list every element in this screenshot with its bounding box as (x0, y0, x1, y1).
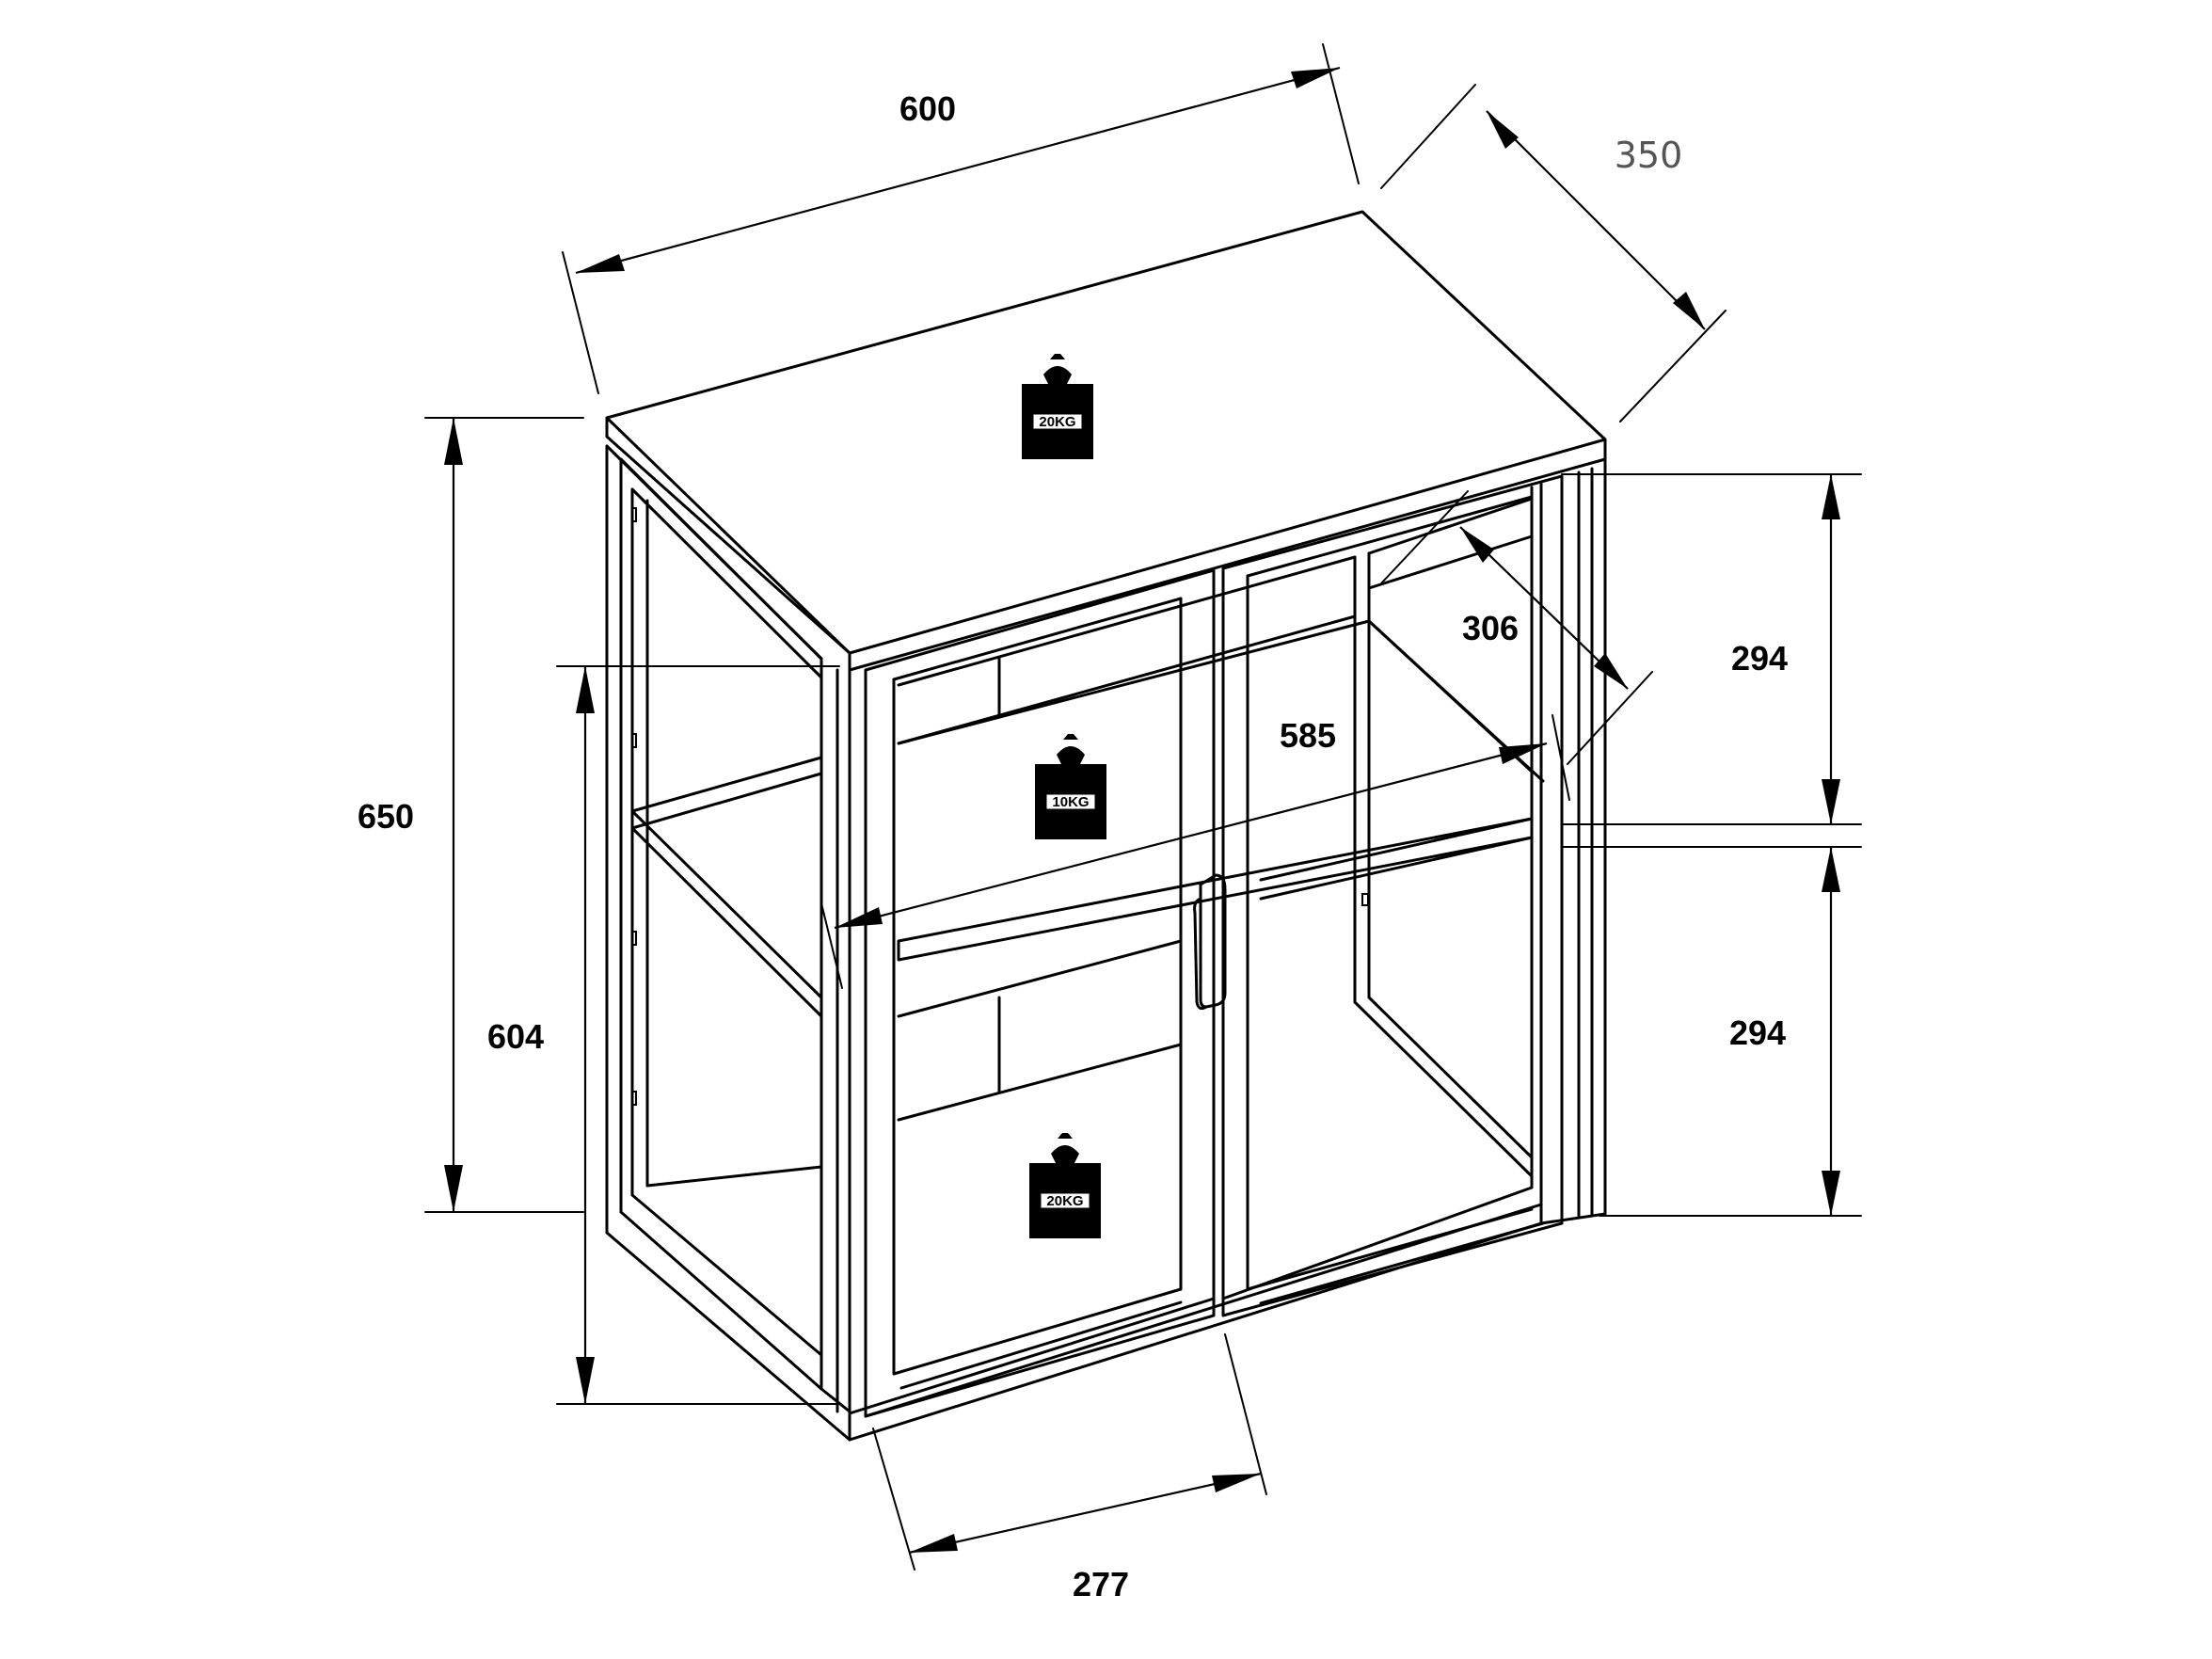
weight-label-top: 20KG (1039, 414, 1075, 430)
dim-label-height-total: 650 (358, 797, 414, 836)
dim-line-depth (1486, 110, 1706, 330)
dim-label-depth: 350 (1615, 135, 1683, 176)
dim-label-height-body: 604 (487, 1017, 544, 1056)
cabinet-body (605, 210, 1607, 1442)
left-door (864, 568, 1216, 1418)
dim-label-door-width: 277 (1073, 1565, 1129, 1603)
dim-line-shelf-length (834, 742, 1548, 930)
shelf (630, 619, 1545, 1018)
cabinet-top-panel (605, 210, 1607, 672)
dim-label-shelf-depth: 306 (1462, 609, 1519, 647)
dim-label-compartment-lower: 294 (1729, 1013, 1786, 1052)
dim-line-door-width (908, 1472, 1262, 1555)
weight-icon-top: 20KG (1021, 353, 1094, 460)
weight-icon-shelf: 10KG (1034, 733, 1107, 840)
weight-label-bottom: 20KG (1046, 1193, 1083, 1209)
dim-label-width: 600 (899, 89, 956, 128)
dim-line-width (575, 66, 1341, 275)
dimension-lines (424, 43, 1862, 1571)
right-door (1221, 474, 1564, 1317)
dim-label-shelf-length: 585 (1280, 716, 1336, 755)
dim-label-compartment-upper: 294 (1731, 639, 1788, 678)
weight-label-shelf: 10KG (1052, 794, 1089, 810)
weight-icon-bottom: 20KG (1028, 1132, 1102, 1239)
dimension-labels: 600 350 650 604 306 585 294 294 277 (358, 89, 1788, 1603)
